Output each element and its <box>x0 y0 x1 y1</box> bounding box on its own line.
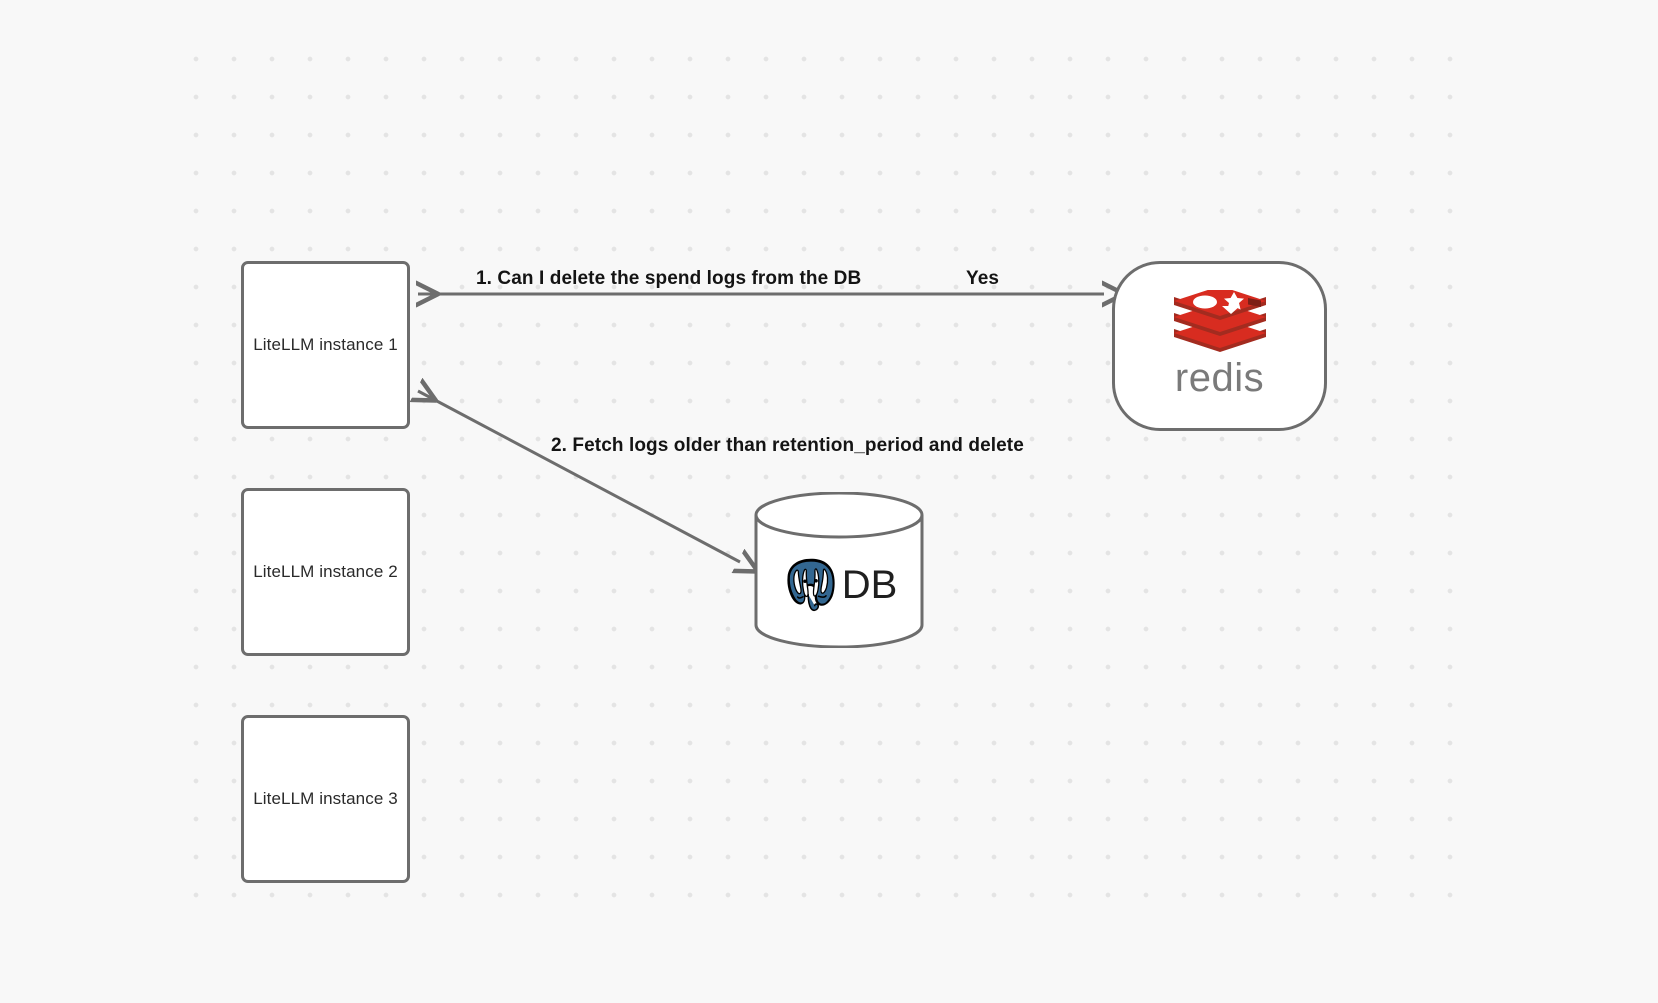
node-litellm-instance-1[interactable]: LiteLLM instance 1 <box>241 261 410 429</box>
edge-label-step-1-answer: Yes <box>966 268 1000 289</box>
redis-stack-icon <box>1173 290 1266 352</box>
node-redis[interactable]: redis <box>1112 261 1327 431</box>
node-postgres-db[interactable]: DB <box>753 492 925 648</box>
redis-wordmark: redis <box>1174 356 1265 400</box>
redis-logo-group: redis <box>1168 290 1272 398</box>
node-litellm-instance-3-label: LiteLLM instance 3 <box>253 789 398 808</box>
node-litellm-instance-1-label: LiteLLM instance 1 <box>253 335 398 354</box>
node-litellm-instance-2-label: LiteLLM instance 2 <box>253 562 398 581</box>
edge-label-step-1: 1. Can I delete the spend logs from the … <box>476 268 862 289</box>
postgresql-elephant-icon <box>787 558 835 612</box>
node-litellm-instance-2[interactable]: LiteLLM instance 2 <box>241 488 410 656</box>
postgres-db-label: DB <box>841 563 898 607</box>
node-litellm-instance-3[interactable]: LiteLLM instance 3 <box>241 715 410 883</box>
edge-label-step-2: 2. Fetch logs older than retention_perio… <box>551 435 1024 456</box>
cylinder-shape <box>754 492 924 648</box>
